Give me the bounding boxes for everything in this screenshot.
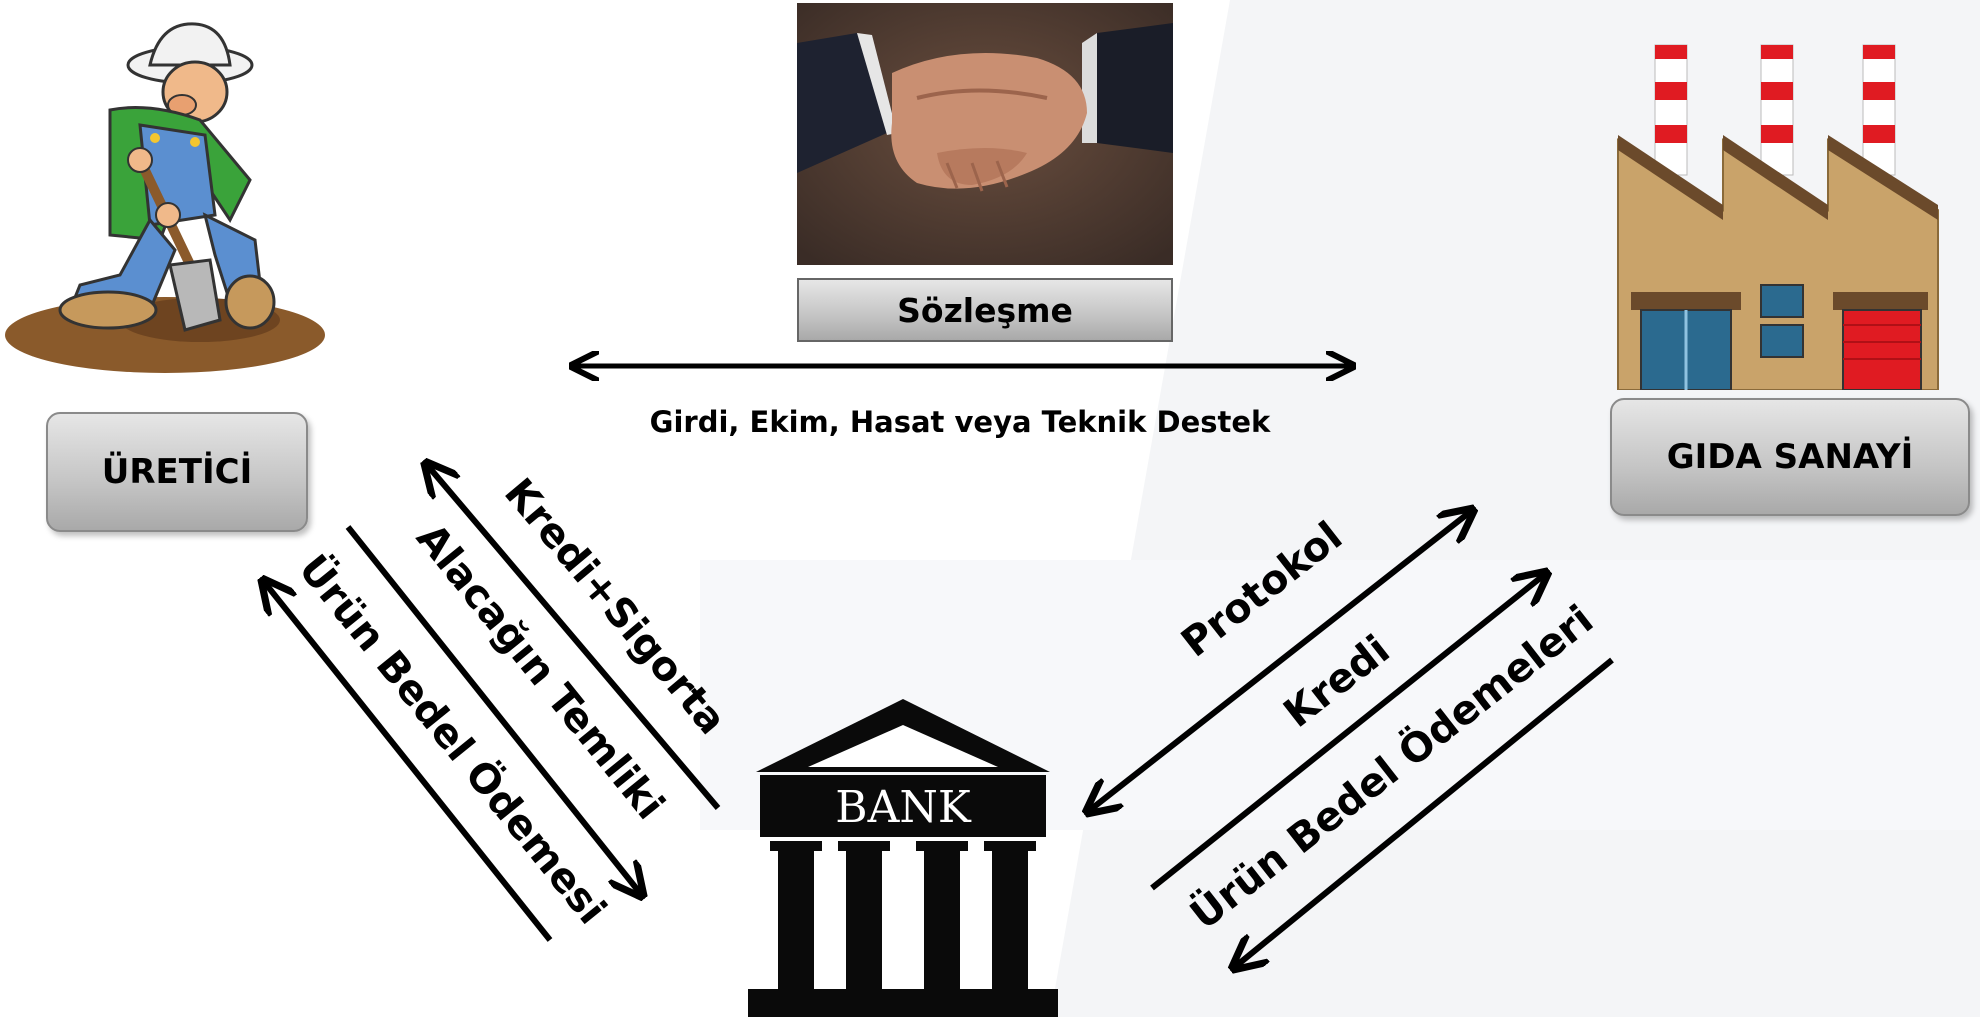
product-payments-label: Ürün Bedel Ödemeleri [1181,595,1602,939]
credit-insurance-label: Kredi+Sigorta [495,470,735,743]
chimneys [1654,44,1896,176]
farmer-icon [5,22,325,373]
receivable-assignment-arrow [345,525,640,893]
contract-support-label: Girdi, Ekim, Hasat veya Teknik Destek [650,405,1271,439]
contract-box: Sözleşme [797,278,1173,342]
product-payment-arrow [265,583,553,942]
product-payments-arrow [1236,657,1614,966]
credit-to-industry-arrow [1150,575,1544,891]
bank-sign: BANK [835,782,972,833]
producer-label: ÜRETİCİ [101,452,253,492]
contract-label: Sözleşme [897,290,1073,330]
protocol-arrow [1090,512,1470,810]
factory-icon [1617,44,1939,390]
producer-box: ÜRETİCİ [46,412,308,532]
protocol-label: Protokol [1173,513,1351,666]
industry-label: GIDA SANAYİ [1666,437,1914,477]
bank-icon: BANK [748,699,1058,1017]
receivable-assignment-label: Alacağın Temliki [407,515,673,828]
credit-label: Kredi [1275,627,1398,737]
credit-insurance-arrow [428,466,721,810]
industry-box: GIDA SANAYİ [1610,398,1970,516]
handshake-icon [797,3,1173,265]
